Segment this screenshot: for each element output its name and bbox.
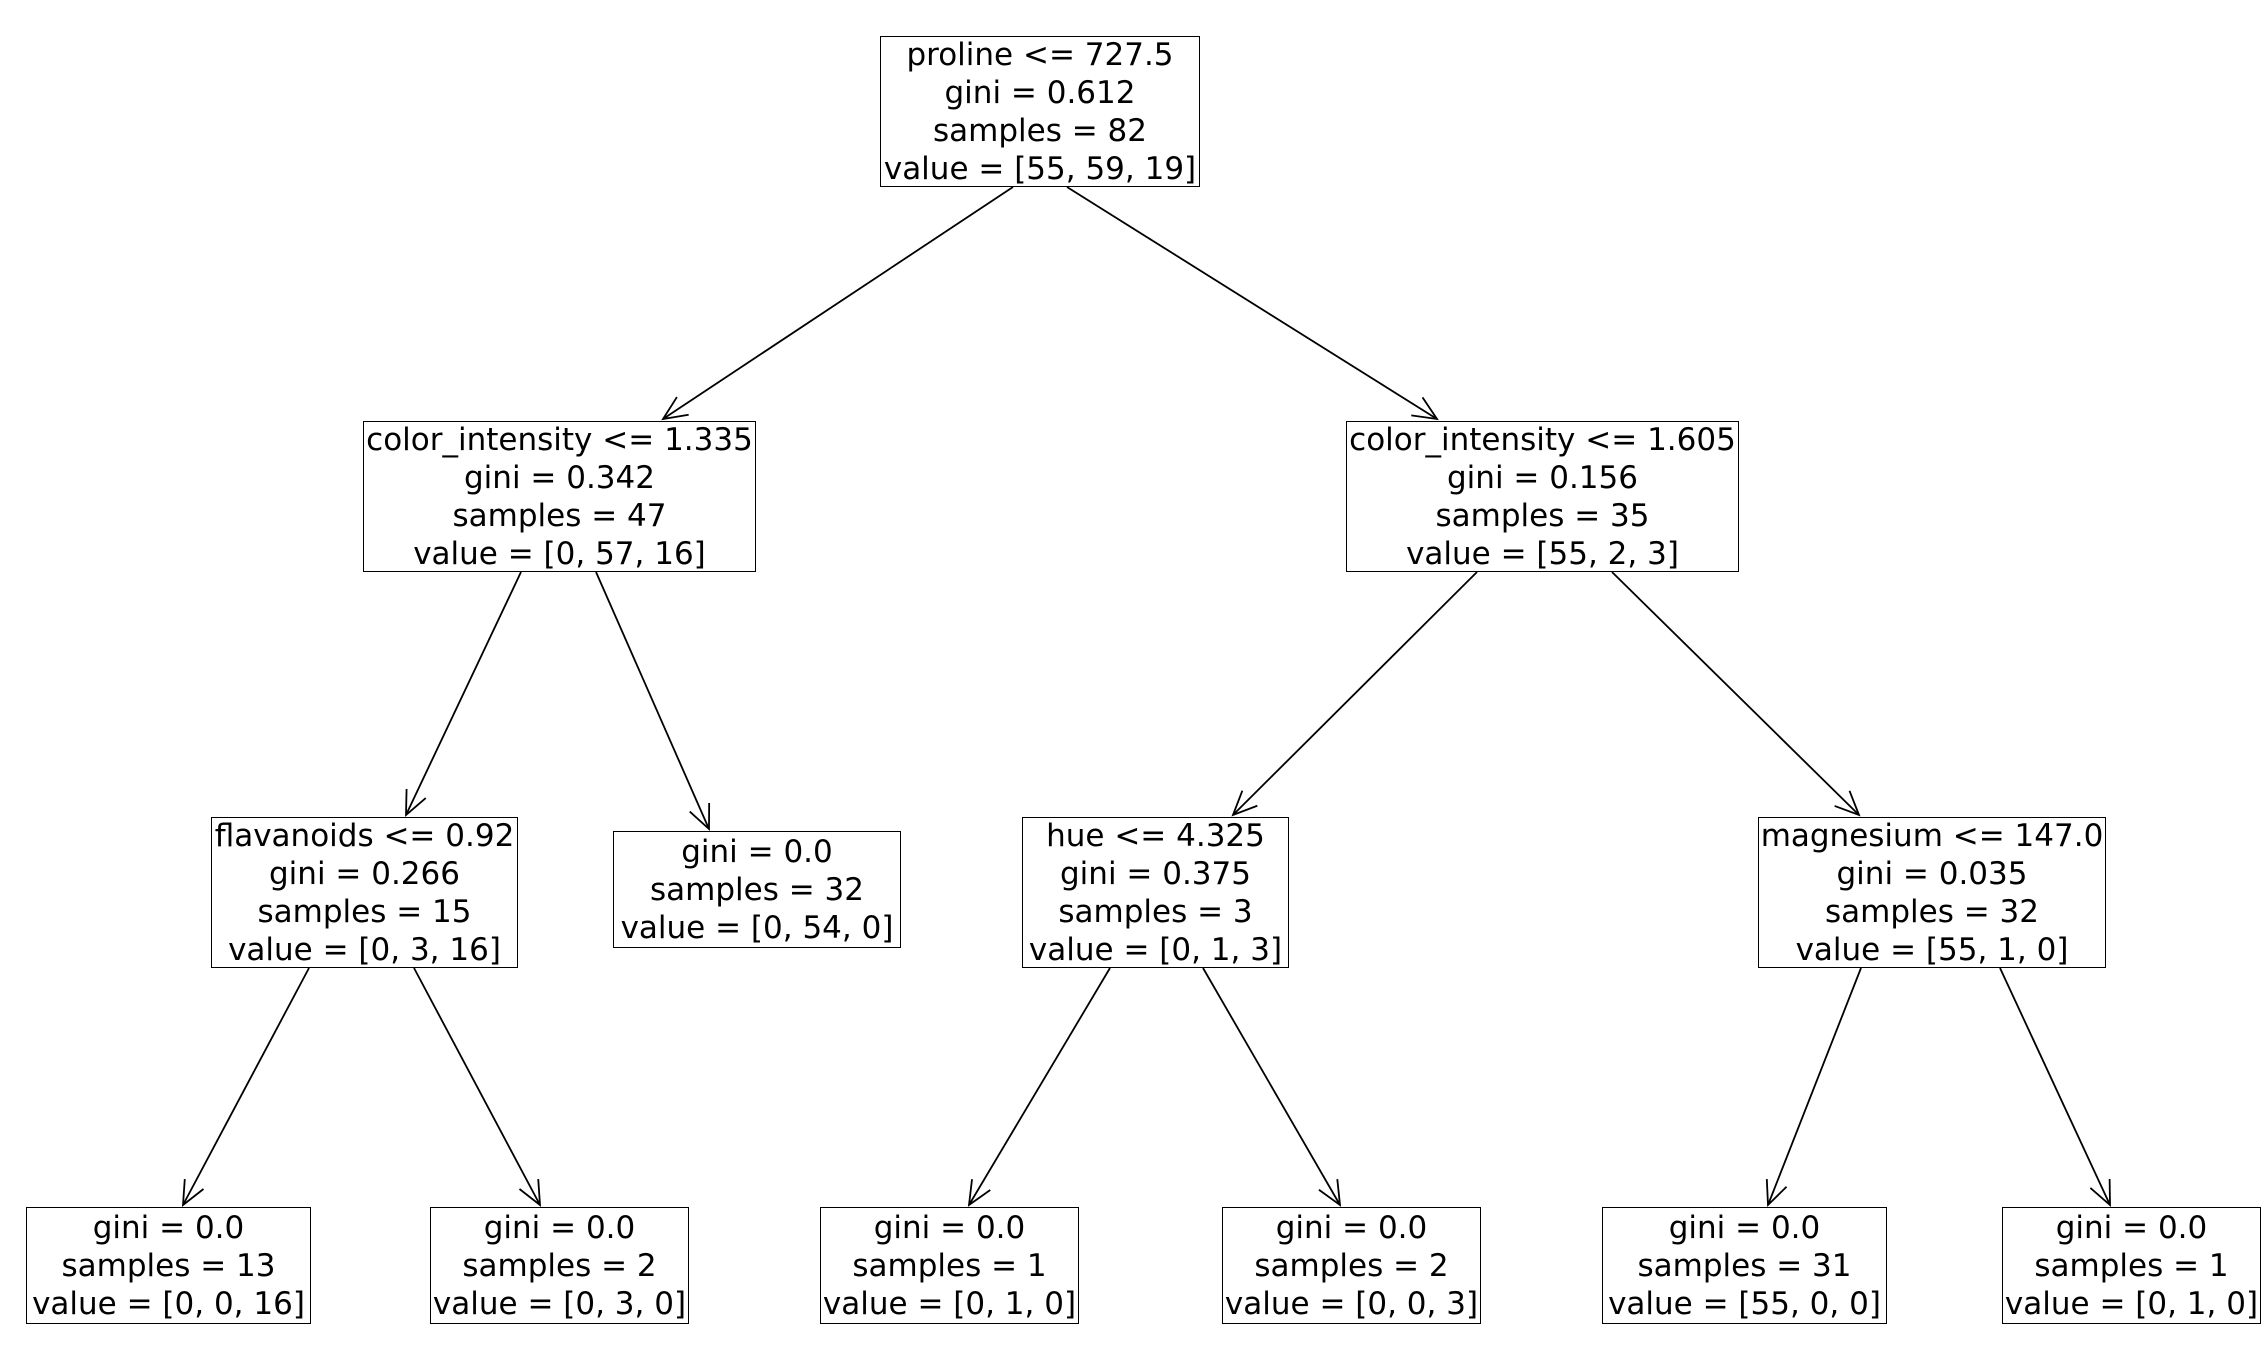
node-value: value = [0, 1, 0]	[822, 1285, 1077, 1322]
node-condition: flavanoids <= 0.92	[214, 817, 515, 854]
node-gini: gini = 0.342	[464, 459, 655, 496]
node-samples: samples = 1	[2034, 1247, 2229, 1284]
node-value: value = [55, 0, 0]	[1608, 1285, 1881, 1322]
tree-edge	[405, 571, 522, 817]
node-samples: samples = 1	[852, 1247, 1047, 1284]
node-samples: samples = 35	[1435, 497, 1650, 534]
arrowhead-icon	[405, 788, 427, 817]
arrowhead-icon	[1411, 396, 1439, 421]
node-gini: gini = 0.0	[2055, 1209, 2208, 1246]
node-gini: gini = 0.266	[269, 855, 460, 892]
node-gini: gini = 0.0	[1668, 1209, 1821, 1246]
arrowhead-icon	[1834, 790, 1861, 817]
node-value: value = [55, 2, 3]	[1406, 535, 1679, 572]
node-value: value = [55, 59, 19]	[883, 150, 1197, 187]
node-value: value = [0, 1, 0]	[2004, 1285, 2259, 1322]
arrowhead-icon	[689, 802, 711, 832]
tree-edge	[967, 967, 1111, 1207]
node-gini: gini = 0.035	[1836, 855, 2028, 892]
tree-edge	[1202, 967, 1342, 1207]
node-samples: samples = 31	[1637, 1247, 1852, 1284]
tree-edge	[1231, 571, 1478, 817]
arrowhead-icon	[1765, 1178, 1788, 1208]
node-samples: samples = 15	[257, 893, 472, 930]
arrowhead-icon	[518, 1178, 542, 1207]
tree-edge	[661, 186, 1014, 421]
tree-edge	[1066, 186, 1439, 421]
node-samples: samples = 32	[650, 871, 864, 908]
node-value: value = [0, 1, 3]	[1028, 931, 1283, 968]
node-value: value = [0, 0, 3]	[1224, 1285, 1479, 1322]
tree-edge	[1611, 571, 1861, 817]
tree-edge	[1999, 967, 2111, 1208]
node-value: value = [55, 1, 0]	[1795, 931, 2069, 968]
node-gini: gini = 0.0	[1275, 1209, 1428, 1246]
node-samples: samples = 82	[933, 112, 1147, 149]
node-samples: samples = 2	[1254, 1247, 1449, 1284]
node-condition: color_intensity <= 1.605	[1349, 421, 1736, 458]
tree-edge	[1765, 967, 1862, 1208]
arrowhead-icon	[2089, 1178, 2111, 1208]
arrowhead-icon	[967, 1179, 991, 1207]
node-gini: gini = 0.375	[1060, 855, 1251, 892]
node-condition: proline <= 727.5	[906, 36, 1174, 73]
node-condition: hue <= 4.325	[1046, 817, 1265, 854]
tree-edge	[181, 967, 310, 1207]
node-gini: gini = 0.0	[873, 1209, 1026, 1246]
node-value: value = [0, 3, 0]	[432, 1285, 687, 1322]
node-condition: magnesium <= 147.0	[1760, 817, 2104, 854]
node-samples: samples = 2	[462, 1247, 657, 1284]
node-value: value = [0, 57, 16]	[413, 535, 706, 572]
node-samples: samples = 13	[61, 1247, 276, 1284]
node-value: value = [0, 54, 0]	[620, 909, 894, 946]
node-gini: gini = 0.0	[92, 1209, 245, 1246]
node-samples: samples = 32	[1825, 893, 2039, 930]
arrowhead-icon	[1318, 1179, 1342, 1207]
node-gini: gini = 0.156	[1447, 459, 1638, 496]
arrowhead-icon	[661, 396, 689, 421]
node-samples: samples = 47	[452, 497, 667, 534]
node-gini: gini = 0.612	[944, 74, 1136, 111]
node-value: value = [0, 3, 16]	[228, 931, 501, 968]
node-gini: gini = 0.0	[681, 833, 833, 870]
arrowhead-icon	[1231, 790, 1258, 817]
node-condition: color_intensity <= 1.335	[366, 421, 753, 458]
node-samples: samples = 3	[1058, 893, 1253, 930]
tree-edge	[595, 571, 711, 832]
node-gini: gini = 0.0	[483, 1209, 636, 1246]
tree-edge	[413, 967, 542, 1207]
arrowhead-icon	[181, 1178, 205, 1207]
node-value: value = [0, 0, 16]	[32, 1285, 305, 1322]
